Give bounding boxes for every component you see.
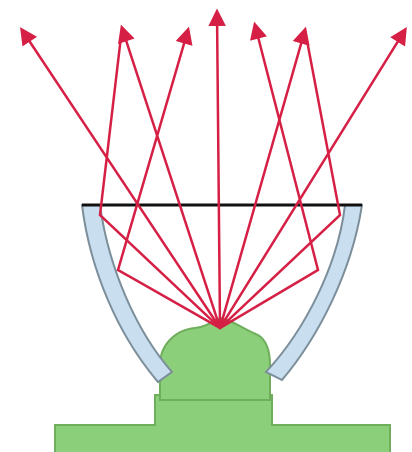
led-dome [160,318,270,400]
ray-direct-right-1 [220,30,305,328]
ray-direct-vertical [217,12,220,328]
light-rays [22,12,405,328]
led-base-plate [55,395,390,452]
led-package [55,318,390,452]
